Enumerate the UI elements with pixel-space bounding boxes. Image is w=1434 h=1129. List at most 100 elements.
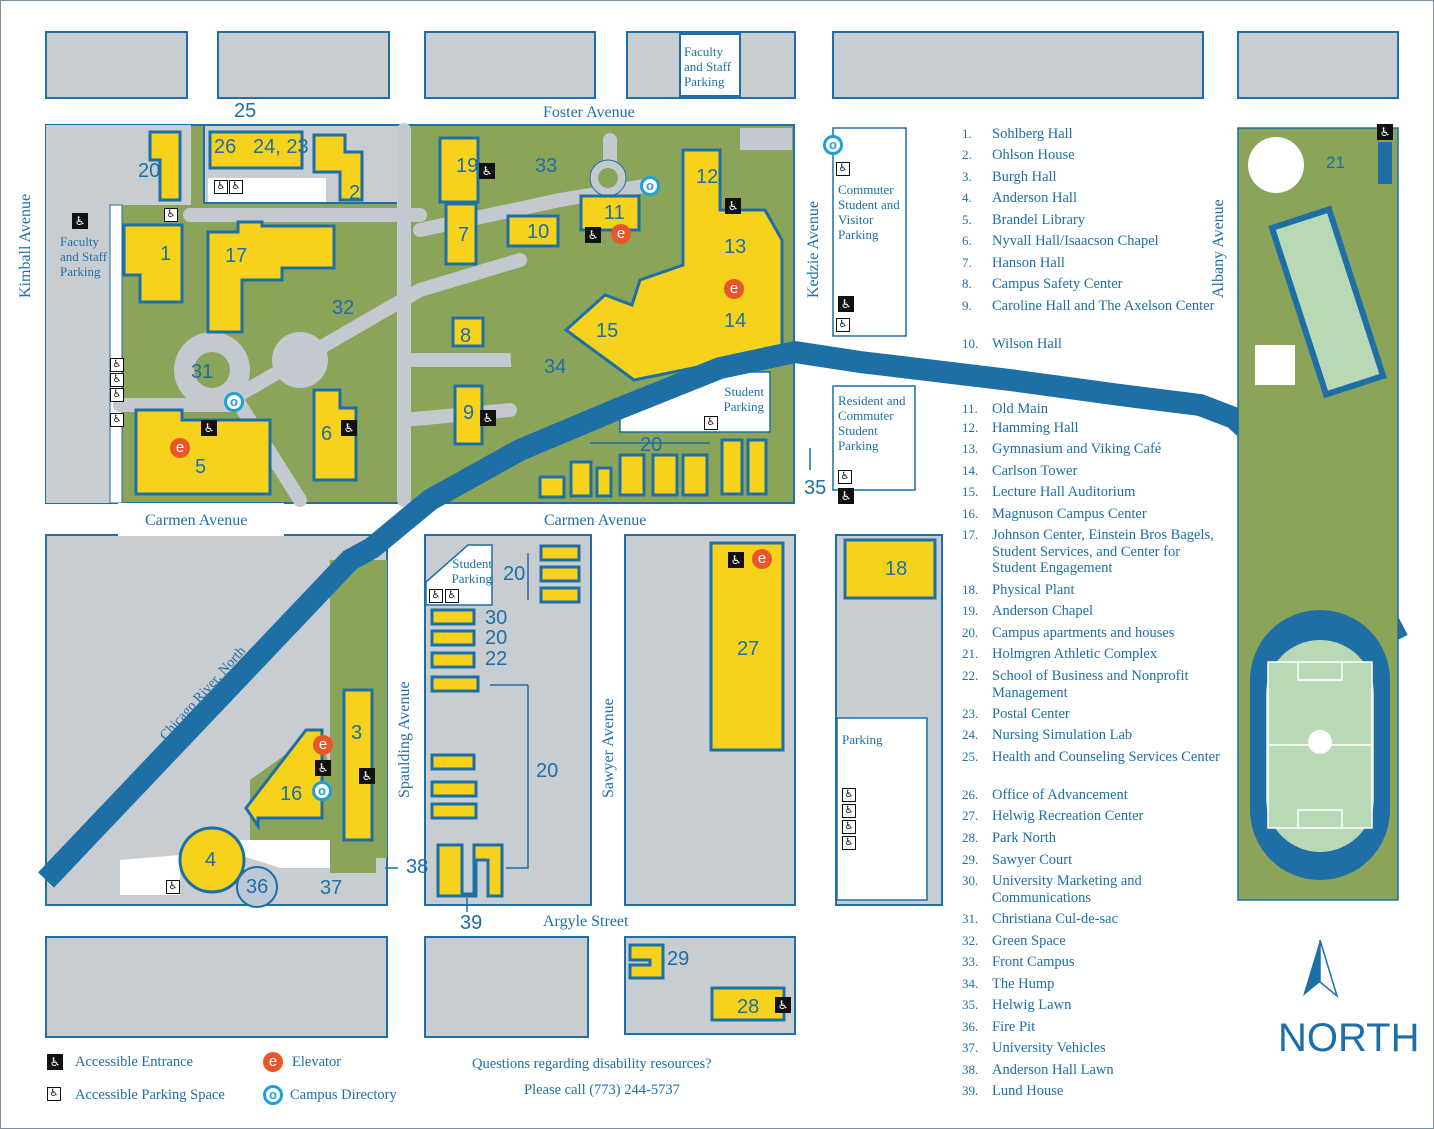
legend-number: 18. [962, 582, 979, 597]
legend-label: Caroline Hall and The Axelson Center [992, 298, 1215, 314]
disability-phone: Please call (773) 244-5737 [524, 1082, 680, 1098]
map-number: 39 [460, 912, 483, 934]
legend-label: Holmgren Athletic Complex [992, 646, 1158, 662]
map-number: 30 [485, 607, 508, 629]
street-argyle: Argyle Street [543, 913, 629, 930]
legend-number: 7. [962, 255, 972, 270]
accessible-parking-icon: ♿ [229, 180, 243, 194]
legend-number: 30. [962, 873, 979, 888]
legend-number: 12. [962, 420, 979, 435]
map-number: 36 [246, 876, 269, 898]
map-number: 20 [503, 563, 526, 585]
map-number: 17 [225, 245, 248, 267]
map-number: 20 [640, 434, 663, 456]
lot-student-south: Student Parking [451, 556, 492, 586]
accessible-entrance-icon: ♿ [480, 410, 496, 426]
legend-label: Sohlberg Hall [992, 126, 1073, 142]
map-number: 20 [485, 627, 508, 649]
legend-number: 6. [962, 233, 972, 248]
elevator-icon: e [313, 735, 333, 755]
legend-label: Health and Counseling Services Center [992, 749, 1220, 765]
legend-label: Brandel Library [992, 212, 1086, 228]
accessible-parking-icon: ♿ [838, 470, 852, 484]
legend-number: 2. [962, 147, 972, 162]
legend-number: 1. [962, 126, 972, 141]
legend-label: Postal Center [992, 706, 1070, 722]
accessible-parking-icon: ♿ [429, 589, 443, 603]
accessible-entrance-icon: ♿ [728, 552, 744, 568]
lot-commuter-visitor: Commuter Student and Visitor Parking [838, 182, 900, 242]
map-number: 2 [349, 182, 361, 204]
legend-number: 38. [962, 1062, 979, 1077]
elevator-icon: e [724, 279, 744, 299]
legend-number: 10. [962, 336, 979, 351]
map-number: 37 [320, 877, 343, 899]
map-number: 9 [463, 402, 475, 424]
map-number: 7 [458, 224, 470, 246]
accessible-entrance-icon: ♿ [585, 227, 601, 243]
accessible-parking-icon: ♿ [445, 589, 459, 603]
key-campus-directory: Campus Directory [290, 1087, 397, 1103]
accessible-entrance-icon: ♿ [359, 768, 375, 784]
legend-label: Helwig Lawn [992, 997, 1072, 1013]
legend-label: Green Space [992, 933, 1066, 949]
legend-label: Office of Advancement [992, 787, 1128, 803]
map-number: 12 [696, 166, 719, 188]
map-number: 20 [536, 760, 559, 782]
legend-label: School of Business and Nonprofit Managem… [992, 668, 1189, 701]
legend-label: Nyvall Hall/Isaacson Chapel [992, 233, 1159, 249]
campus-directory-icon: o [263, 1085, 283, 1105]
legend-label: Hamming Hall [992, 420, 1079, 436]
street-kimball: Kimball Avenue [17, 193, 34, 298]
legend-label: University Marketing and Communications [992, 873, 1142, 906]
accessible-entrance-icon: ♿ [725, 198, 741, 214]
legend-number: 35. [962, 997, 979, 1012]
legend-label: Johnson Center, Einstein Bros Bagels, St… [992, 527, 1214, 576]
map-number: 33 [535, 155, 558, 177]
lot-faculty-top: Faculty and Staff Parking [684, 44, 732, 89]
legend-number: 17. [962, 527, 979, 542]
street-carmen-west: Carmen Avenue [145, 512, 248, 529]
accessible-entrance-icon: ♿ [479, 163, 495, 179]
map-number: 15 [596, 320, 619, 342]
key-accessible-parking: Accessible Parking Space [75, 1087, 225, 1103]
legend-label: University Vehicles [992, 1040, 1106, 1056]
disability-question: Questions regarding disability resources… [472, 1056, 712, 1072]
legend-label: Physical Plant [992, 582, 1075, 598]
elevator-icon: e [263, 1052, 283, 1072]
map-number: 18 [885, 558, 908, 580]
legend-number: 13. [962, 441, 979, 456]
legend-number: 32. [962, 933, 979, 948]
legend-number: 25. [962, 749, 979, 764]
map-number: 21 [1326, 153, 1345, 172]
legend-label: Fire Pit [992, 1019, 1036, 1035]
lot-faculty-west: Faculty and Staff Parking [60, 234, 108, 279]
accessible-entrance-icon: ♿ [201, 420, 217, 436]
lot-resident-commuter: Resident and Commuter Student Parking [838, 393, 906, 453]
legend-label: Sawyer Court [992, 852, 1073, 868]
legend-label: Magnuson Campus Center [992, 506, 1147, 522]
legend-number: 15. [962, 484, 979, 499]
legend-label: Christiana Cul-de-sac [992, 911, 1119, 927]
map-number: 5 [195, 456, 207, 478]
map-number: 6 [321, 423, 333, 445]
accessible-parking-icon: ♿ [214, 180, 228, 194]
accessible-parking-icon: ♿ [110, 373, 124, 387]
legend-number: 4. [962, 190, 972, 205]
campus-directory-icon: o [312, 781, 332, 801]
legend-number: 5. [962, 212, 972, 227]
street-sawyer: Sawyer Avenue [600, 698, 617, 798]
legend-label: The Hump [992, 976, 1055, 992]
legend-label: Lund House [992, 1083, 1064, 1099]
legend-number: 3. [962, 169, 972, 184]
legend-label: Campus apartments and houses [992, 625, 1175, 641]
map-number: 10 [527, 221, 550, 243]
legend-label: Front Campus [992, 954, 1075, 970]
accessible-entrance-icon: ♿ [315, 760, 331, 776]
map-number: 32 [332, 297, 355, 319]
lot-student-north: Student Parking [723, 384, 764, 414]
map-number: 22 [485, 648, 508, 670]
map-number: 4 [205, 849, 217, 871]
street-kedzie: Kedzie Avenue [805, 201, 822, 298]
legend-number: 19. [962, 603, 979, 618]
